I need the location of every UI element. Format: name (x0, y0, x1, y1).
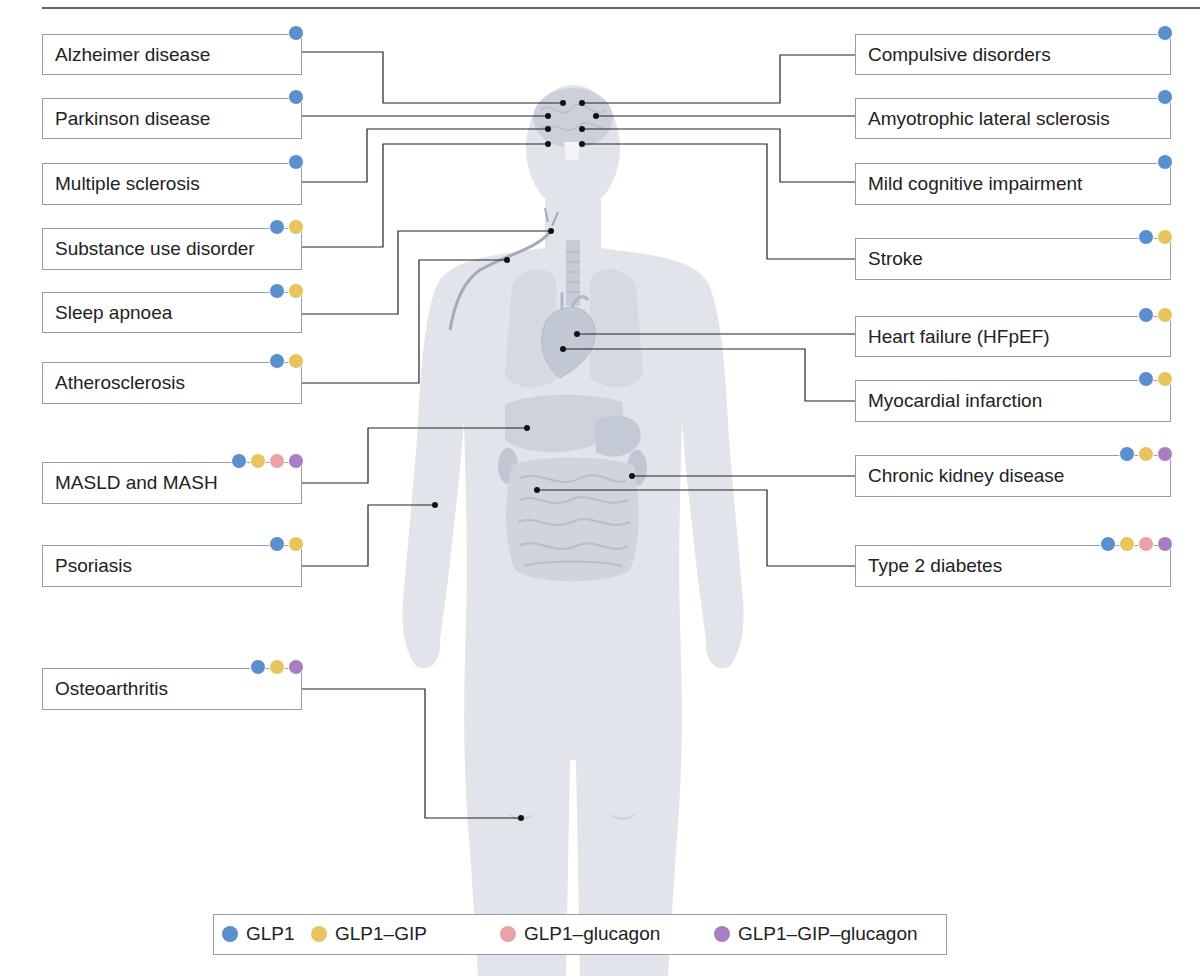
heart (542, 307, 595, 378)
trachea (566, 240, 580, 306)
leader-endpoints (432, 100, 635, 821)
agonist-dot (269, 453, 285, 469)
condition-label: Mild cognitive impairment (868, 173, 1082, 195)
condition-label: Multiple sclerosis (55, 173, 200, 195)
legend-item: GLP1–glucagon (500, 915, 660, 953)
agonist-dot (269, 659, 285, 675)
agonist-dot (250, 453, 266, 469)
legend-item: GLP1–GIP–glucagon (714, 915, 918, 953)
artery (450, 232, 550, 330)
agonist-dot (1138, 371, 1154, 387)
legend-label: GLP1–glucagon (524, 923, 660, 945)
agonist-dot (288, 453, 304, 469)
agonist-dot (1157, 307, 1173, 323)
agonist-dot (1157, 229, 1173, 245)
agonist-dot (288, 219, 304, 235)
agonist-dot (250, 659, 266, 675)
agonist-dot (1157, 89, 1173, 105)
agonist-dot (269, 536, 285, 552)
agonist-dot (231, 453, 247, 469)
body-silhouette (403, 200, 744, 976)
agonist-dot (1138, 307, 1154, 323)
condition-label: Myocardial infarction (868, 390, 1042, 412)
agonist-dot (269, 219, 285, 235)
agonist-dot (1119, 536, 1135, 552)
agonist-dot (1157, 371, 1173, 387)
right-lung (590, 269, 643, 387)
agonist-dot (1157, 25, 1173, 41)
condition-box: Alzheimer disease (42, 34, 302, 75)
agonist-dot (288, 536, 304, 552)
condition-box: Osteoarthritis (42, 668, 302, 710)
condition-box: Amyotrophic lateral sclerosis (855, 98, 1171, 139)
condition-label: Osteoarthritis (55, 678, 168, 700)
condition-label: Atherosclerosis (55, 372, 185, 394)
condition-box: Sleep apnoea (42, 292, 302, 333)
condition-box: Substance use disorder (42, 228, 302, 270)
legend-swatch (311, 926, 327, 942)
agonist-dot (1119, 446, 1135, 462)
condition-label: Sleep apnoea (55, 302, 172, 324)
condition-label: Parkinson disease (55, 108, 210, 130)
agonist-dot (288, 25, 304, 41)
agonist-dot (1157, 446, 1173, 462)
condition-label: Stroke (868, 248, 923, 270)
condition-label: Chronic kidney disease (868, 465, 1064, 487)
legend-item: GLP1–GIP (311, 915, 427, 953)
condition-box: Psoriasis (42, 545, 302, 587)
condition-label: Amyotrophic lateral sclerosis (868, 108, 1110, 130)
condition-label: Compulsive disorders (868, 44, 1051, 66)
agonist-dot (1138, 229, 1154, 245)
condition-label: Substance use disorder (55, 238, 255, 260)
agonist-dot (1138, 536, 1154, 552)
brain (533, 88, 613, 148)
legend-item: GLP1 (222, 915, 295, 953)
condition-box: Heart failure (HFpEF) (855, 316, 1171, 357)
condition-label: Psoriasis (55, 555, 132, 577)
condition-box: Parkinson disease (42, 98, 302, 139)
condition-label: Type 2 diabetes (868, 555, 1002, 577)
intestines (506, 458, 639, 582)
condition-box: Stroke (855, 238, 1171, 280)
condition-label: MASLD and MASH (55, 472, 218, 494)
condition-box: Mild cognitive impairment (855, 163, 1171, 205)
agonist-dot (288, 353, 304, 369)
legend-box: GLP1 GLP1–GIP GLP1–glucagon GLP1–GIP–glucag… (213, 914, 947, 955)
condition-box: Multiple sclerosis (42, 163, 302, 205)
legend-swatch (222, 926, 238, 942)
agonist-dot (1157, 536, 1173, 552)
agonist-dot (288, 154, 304, 170)
leader-lines (302, 52, 855, 818)
condition-box: MASLD and MASH (42, 462, 302, 504)
top-rule (42, 7, 1200, 9)
agonist-dot (1157, 154, 1173, 170)
agonist-dot (269, 283, 285, 299)
condition-box: Myocardial infarction (855, 380, 1171, 422)
brainstem (564, 142, 580, 160)
agonist-dot (1138, 446, 1154, 462)
condition-label: Heart failure (HFpEF) (868, 326, 1050, 348)
condition-label: Alzheimer disease (55, 44, 210, 66)
legend-label: GLP1–GIP–glucagon (738, 923, 918, 945)
legend-swatch (500, 926, 516, 942)
legend-label: GLP1 (246, 923, 295, 945)
agonist-dot (288, 659, 304, 675)
condition-box: Compulsive disorders (855, 34, 1171, 75)
condition-box: Atherosclerosis (42, 362, 302, 404)
legend-swatch (714, 926, 730, 942)
legend-label: GLP1–GIP (335, 923, 427, 945)
agonist-dot (288, 283, 304, 299)
stomach (595, 416, 641, 457)
agonist-dot (1100, 536, 1116, 552)
head (526, 85, 620, 211)
agonist-dot (288, 89, 304, 105)
agonist-dot (269, 353, 285, 369)
